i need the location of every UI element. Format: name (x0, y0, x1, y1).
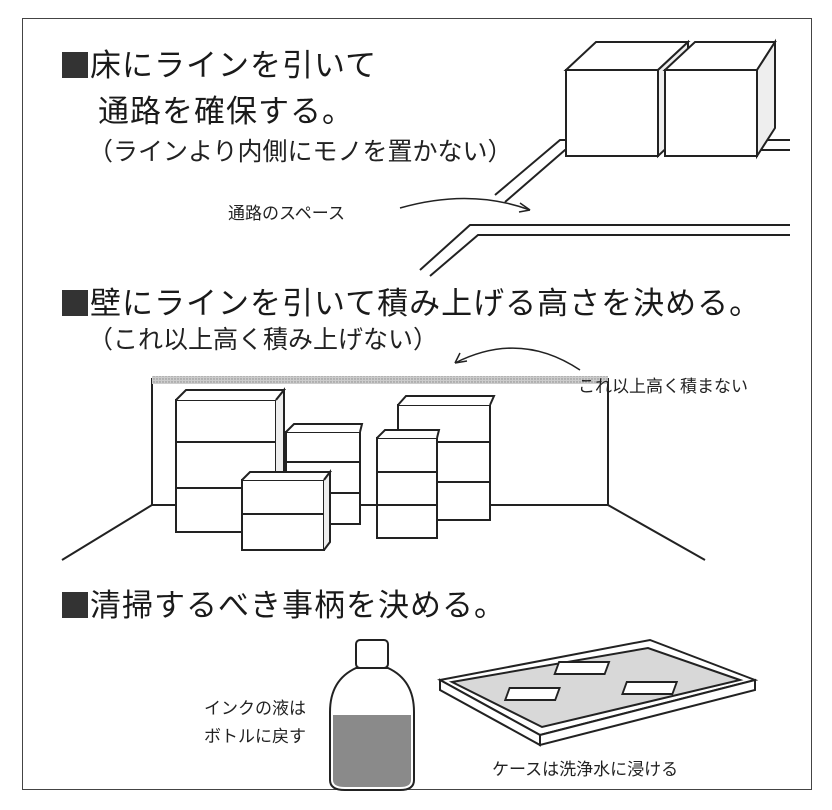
box-right (662, 38, 777, 160)
heading-text: 清掃するべき事柄を決める。 (90, 588, 506, 624)
section1-note: （ラインより内側にモノを置かない） (88, 137, 513, 166)
square-bullet-icon (62, 592, 88, 618)
section3-heading: 清掃するべき事柄を決める。 (62, 580, 506, 625)
height-limit-line (152, 376, 608, 384)
page-border (22, 18, 812, 790)
section1-heading-line2: 通路を確保する。 (98, 94, 354, 130)
bottle-label-line1: インクの液は (204, 699, 306, 719)
square-bullet-icon (62, 52, 88, 78)
stacked-boxes (175, 387, 496, 551)
section2-heading: 壁にラインを引いて積み上げる高さを決める。 (62, 278, 761, 323)
bottle-label-line2: ボトルに戻す (204, 727, 306, 747)
arrow-height (454, 347, 581, 371)
section2-note: （これ以上高く積み上げない） (88, 325, 439, 354)
ink-bottle (329, 639, 415, 791)
cleaning-tray (437, 638, 759, 747)
section1-heading-line1: 床にラインを引いて (62, 40, 377, 85)
arrow-aisle (399, 197, 531, 211)
heading-text: 壁にラインを引いて積み上げる高さを決める。 (90, 286, 762, 322)
heading-text: 床にラインを引いて (90, 48, 378, 84)
tray-label: ケースは洗浄水に浸ける (492, 760, 679, 780)
aisle-callout: 通路のスペース (228, 204, 345, 224)
height-callout: これ以上高く積まない (578, 377, 748, 397)
square-bullet-icon (62, 290, 88, 316)
